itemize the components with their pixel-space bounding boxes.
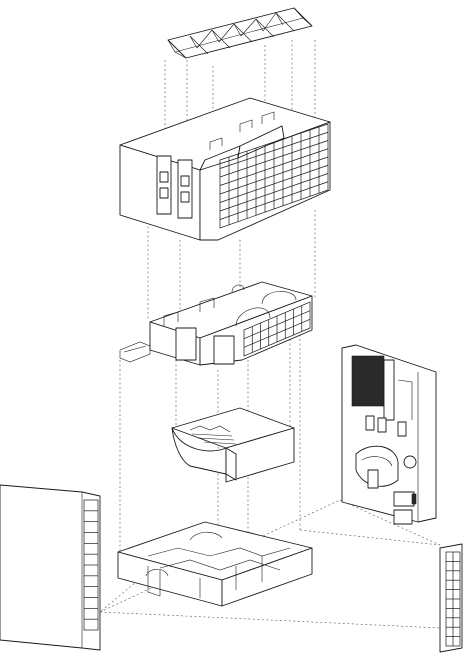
transom-line — [219, 148, 329, 186]
transom-line — [219, 164, 329, 203]
lecture-hall — [171, 407, 295, 483]
middle-curtain-wall — [243, 301, 311, 357]
side-wall-left-glazing — [83, 499, 99, 631]
transom-line — [243, 319, 311, 348]
side-wall-left — [0, 484, 101, 651]
transom-line — [219, 173, 329, 212]
upper-volume — [119, 97, 331, 241]
middle-floor — [119, 281, 313, 366]
tower-block — [341, 344, 437, 525]
transom-line — [243, 310, 311, 339]
roof-truss — [167, 7, 313, 59]
transom-line — [219, 181, 329, 220]
upper-curtain-wall — [219, 123, 329, 229]
transom-line — [219, 131, 329, 169]
ground-floor-plan — [117, 521, 313, 607]
transom-line — [219, 156, 329, 195]
transom-line — [219, 140, 329, 178]
side-wall-right — [439, 543, 463, 653]
side-wall-right-glazing — [445, 551, 461, 647]
